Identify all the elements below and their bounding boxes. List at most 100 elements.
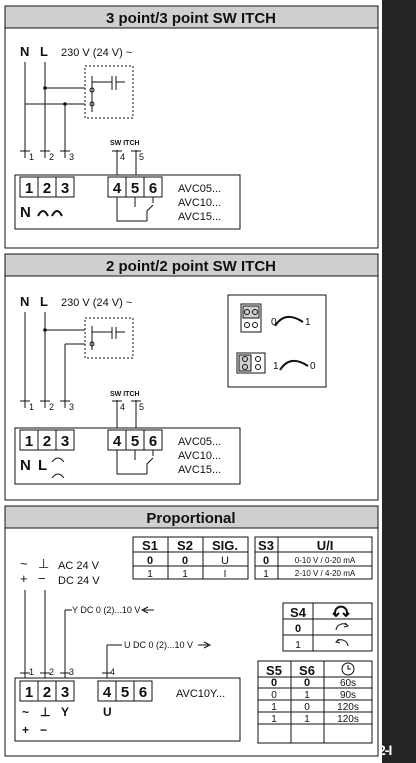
s3-ac-symbol: ~ bbox=[20, 556, 28, 571]
s2-terminal-1: 1 bbox=[25, 433, 33, 450]
s3-y-signal: Y DC 0 (2)...10 V bbox=[72, 605, 140, 615]
s3-ac-label: AC 24 V bbox=[58, 560, 100, 572]
section1-title-bar bbox=[4, 5, 379, 29]
s-table-r1c1: 1 bbox=[182, 569, 188, 580]
s1-supply-label: 230 V (24 V) ~ bbox=[61, 47, 132, 59]
s3-terminal-2: 2 bbox=[43, 684, 51, 701]
s3-bottom-ground: ⊥ bbox=[40, 705, 50, 719]
s2-wire-1: 1 bbox=[29, 402, 34, 412]
s1-wire-2: 2 bbox=[49, 152, 54, 162]
s5-r0c2: 60s bbox=[340, 678, 356, 689]
s2-terminal-2: 2 bbox=[43, 433, 51, 450]
s1-terminal-1: 1 bbox=[25, 180, 33, 197]
s2-sw-wire-5: 5 bbox=[139, 402, 144, 412]
section3-title-bar bbox=[4, 505, 379, 529]
s5-r3c1: 1 bbox=[304, 714, 310, 725]
s2-bottom-n: N bbox=[20, 457, 31, 474]
s2-terminal-4: 4 bbox=[113, 433, 122, 450]
page-label: 2-I bbox=[378, 742, 392, 758]
s2-jumper2-to: 0 bbox=[310, 361, 316, 372]
s2-switch-box bbox=[84, 317, 134, 359]
s5-table-h1: S5 bbox=[266, 663, 282, 678]
s1-switch-box bbox=[84, 65, 134, 119]
s1-model-1: AVC05... bbox=[178, 183, 221, 195]
s1-model-2: AVC10... bbox=[178, 197, 221, 209]
s5-r0c0: 0 bbox=[271, 677, 277, 689]
s3-wire-2: 2 bbox=[49, 667, 54, 677]
s4-rotation-cw-icon bbox=[335, 622, 349, 631]
s1-sw-wire-5: 5 bbox=[139, 152, 144, 162]
s3-table-r0c0: 0 bbox=[263, 555, 269, 567]
s2-model-2: AVC10... bbox=[178, 450, 221, 462]
s1-l-label: L bbox=[40, 44, 48, 59]
s3-terminal-5: 5 bbox=[121, 684, 129, 701]
s4-table-h1: S4 bbox=[290, 605, 307, 620]
s4-table: S4 0 1 bbox=[282, 602, 373, 652]
s3-table-h2: U/I bbox=[317, 538, 334, 553]
s3-bottom-plus: + bbox=[22, 723, 29, 737]
s3-u-arrow-icon bbox=[198, 641, 212, 649]
s5-r2c0: 1 bbox=[271, 702, 277, 713]
s3-terminal-3: 3 bbox=[61, 684, 69, 701]
s-table-h2: S2 bbox=[177, 538, 193, 553]
s1-terminal-4: 4 bbox=[113, 180, 122, 197]
s3-wire-4: 4 bbox=[110, 667, 115, 677]
s3-table-r1c0: 1 bbox=[263, 569, 269, 580]
s1-wire-1: 1 bbox=[29, 152, 34, 162]
s5-r3c2: 120s bbox=[337, 714, 359, 725]
s2-jumper1-to: 1 bbox=[305, 317, 311, 328]
s2-jumper1-from: 0 bbox=[271, 317, 277, 328]
s1-wire-3: 3 bbox=[69, 152, 74, 162]
s3-bottom-u: U bbox=[103, 705, 112, 719]
s2-n-label: N bbox=[20, 294, 29, 309]
s-table-r0c1: 0 bbox=[182, 555, 188, 567]
s1-terminal-3: 3 bbox=[61, 180, 69, 197]
s2-arrow-1-0-icon bbox=[279, 359, 309, 371]
s5-r2c1: 0 bbox=[304, 702, 310, 713]
s-table-r1c0: 1 bbox=[147, 569, 153, 580]
s2-terminal-5: 5 bbox=[131, 433, 139, 450]
s1-s2-sig-table: S1 S2 SIG. 0 0 U 1 1 I bbox=[132, 536, 249, 580]
s1-model-3: AVC15... bbox=[178, 211, 221, 223]
s2-arrow-0-1-icon bbox=[274, 315, 304, 327]
s3-table-r0c1: 0-10 V / 0-20 mA bbox=[295, 556, 356, 565]
s3-table-r1c1: 2-10 V / 4-20 mA bbox=[295, 569, 356, 578]
s3-dc-symbol: + bbox=[20, 571, 28, 586]
s2-terminal-3: 3 bbox=[61, 433, 69, 450]
s2-supply-label: 230 V (24 V) ~ bbox=[61, 297, 132, 309]
s2-sw-label: SW ITCH bbox=[110, 391, 140, 398]
s2-sw-wire-4: 4 bbox=[120, 402, 125, 412]
s5-r3c0: 1 bbox=[271, 714, 277, 725]
s2-wire-3: 3 bbox=[69, 402, 74, 412]
s2-jumper2-from: 1 bbox=[273, 361, 279, 372]
section2-title: 2 point/2 point SW ITCH bbox=[106, 258, 276, 275]
s2-bottom-l: L bbox=[38, 457, 47, 474]
s2-terminal-block bbox=[14, 427, 241, 485]
s3-terminal-1: 1 bbox=[25, 684, 33, 701]
s5-r0c1: 0 bbox=[304, 677, 310, 689]
s2-model-3: AVC15... bbox=[178, 464, 221, 476]
s5-s6-table: S5 S6 0 0 60s 0 1 90s 1 0 120s 1 1 120s bbox=[257, 660, 373, 744]
s3-wire-1: 1 bbox=[29, 667, 34, 677]
s3-minus-symbol: − bbox=[38, 571, 46, 586]
s3-model: AVC10Y... bbox=[176, 688, 225, 700]
s2-terminal-6: 6 bbox=[149, 433, 157, 450]
s2-jumper-panel bbox=[227, 294, 327, 388]
s-table-r1c2: I bbox=[224, 569, 227, 580]
s2-model-1: AVC05... bbox=[178, 436, 221, 448]
s3-ui-table: S3 U/I 0 0-10 V / 0-20 mA 1 2-10 V / 4-2… bbox=[254, 536, 373, 580]
s-table-h1: S1 bbox=[142, 538, 158, 553]
right-sidebar bbox=[382, 0, 416, 763]
s3-wire-3: 3 bbox=[69, 667, 74, 677]
s4-table-r0: 0 bbox=[295, 623, 301, 635]
s1-terminal-block bbox=[14, 174, 241, 230]
s3-terminal-6: 6 bbox=[139, 684, 147, 701]
s4-rotation-ccw-icon bbox=[335, 638, 349, 647]
s2-jumper-horizontal bbox=[236, 352, 266, 374]
s1-bottom-n: N bbox=[20, 204, 31, 221]
s1-sw-wire-4: 4 bbox=[120, 152, 125, 162]
s2-wire-2: 2 bbox=[49, 402, 54, 412]
s2-jumper-vertical bbox=[240, 303, 262, 333]
s3-terminal-block bbox=[14, 677, 241, 742]
